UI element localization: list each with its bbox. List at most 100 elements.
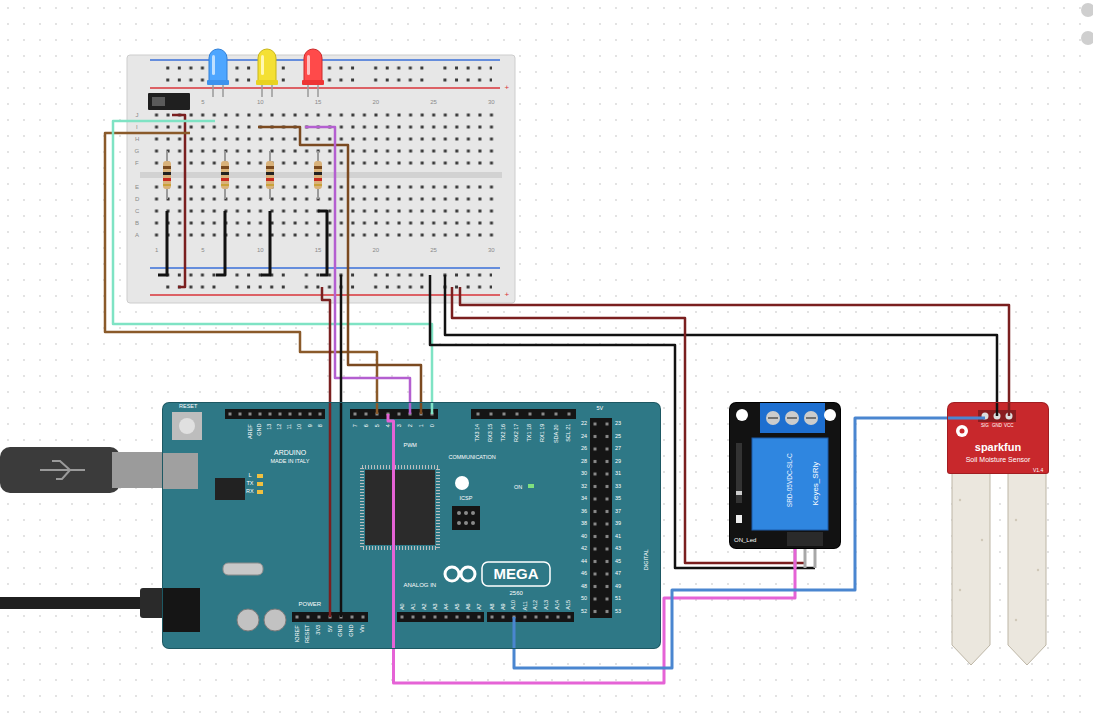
slide-switch [148,93,190,110]
arduino-board: MEGA [163,403,660,648]
led-red [302,49,324,97]
arduino-board-art-circle [464,511,468,515]
led-red-line [307,84,309,97]
sensor-probe-circle [1015,619,1017,621]
led-blue [207,49,229,97]
usb-cable-rect [0,447,120,493]
arduino-board-art-rect [225,409,325,419]
relay-art-line [787,417,797,419]
arduino-board-art-g-line [329,403,332,617]
arduino-board-art-circle [455,476,469,490]
relay-art-rect [736,491,742,495]
relay-art-rect [736,515,742,523]
sensor-probe-circle [981,539,983,541]
arduino-board-art-rect [590,418,612,618]
column-number: 5 [201,99,204,105]
arduino-board-art-g-path [388,414,394,648]
relay-art-circle [804,411,818,425]
resistor-symbol-rect [221,184,229,186]
arduino-board-art-rect [215,478,245,500]
column-number: 25 [430,247,437,253]
column-number: 20 [373,247,380,253]
resistor-symbol-rect [221,178,229,181]
relay-pins-line [804,545,807,568]
resistor-symbol-rect [266,172,274,175]
usb-cable-rect [112,452,170,488]
led-blue-line [222,84,224,97]
wire-path [445,275,997,403]
sensor-art-line [948,417,985,420]
row-letter: D [135,196,139,202]
arduino-board-art-g-line [376,403,379,414]
window-dot [1081,31,1093,45]
column-number: 5 [201,247,204,253]
jumper-wire-path [158,211,167,275]
resistor-symbol-rect [314,161,322,189]
led-red-rect [302,80,324,85]
arduino-board-art-rect [471,409,576,419]
row-letter: I [136,124,138,130]
arduino-board-art-g-line [420,403,423,414]
relay-art-circle [736,409,748,421]
row-letter: A [135,232,139,238]
arduino-board-art-rect [487,612,574,622]
arduino-board-art-g-line [431,403,434,414]
resistor-symbol [163,151,322,199]
row-letter: J [136,112,139,118]
arduino-board-art-rect [163,588,200,632]
relay-art-rect [787,532,823,546]
arduino-board-art-rect [471,409,576,419]
led-blue-rect [212,55,215,75]
wire-path [305,127,410,403]
arduino-board-art-rect [257,482,263,486]
relay-art [730,403,840,548]
arduino-board-art-g-path [513,617,516,648]
sensor-art-line [996,403,999,416]
arduino-board-art-rect [487,612,574,622]
relay-name: Keyes_SRly [811,462,820,506]
resistor-symbol-rect [314,172,322,175]
arduino-board-art-rect [397,612,484,622]
column-number: 25 [430,99,437,105]
rail-sign: + [505,84,510,92]
rail-sign: + [505,291,510,299]
resistor-symbol-rect [314,178,322,181]
relay-art-rect [736,443,742,503]
sensor-art-circle [956,425,968,437]
resistor-symbol-rect [163,172,171,175]
led-blue-line [212,84,214,97]
arduino-board-art-rect [225,409,325,419]
resistor-symbol-rect [221,172,229,175]
slide-switch-rect [148,93,190,110]
sensor-art-line [1008,403,1011,416]
led-blue-rect [207,80,229,85]
arduino-board-art-circle [471,521,475,525]
jumper-wire-path [261,211,270,275]
resistor-symbol-rect [266,184,274,186]
led-red-rect [307,55,310,75]
resistor-symbol-rect [221,161,229,189]
arduino-board-art-rect [365,470,435,545]
wire-path [460,287,1009,403]
slide-switch-rect [152,97,165,106]
arduino-board-art-rect [223,563,263,575]
led-yellow-line [261,84,263,97]
arduino-board-art [163,403,660,648]
wire-path [258,127,421,403]
row-letter: E [135,184,139,190]
resistor-symbol-rect [163,184,171,186]
wire-path [172,115,185,287]
breadboard [127,55,515,303]
breadboard-line [150,87,500,89]
resistor-symbol-rect [163,161,171,189]
arduino-board-art-rect [163,453,198,489]
arduino-board-art-rect [452,506,480,530]
relay-pins-line [814,545,817,568]
led-yellow-path [258,49,276,82]
jumper-wire-path [318,211,327,275]
relay-pins [795,545,815,568]
wire-path [322,287,330,403]
arduino-board-art-rect [257,474,263,478]
arduino-board-art-g-line [340,403,343,617]
